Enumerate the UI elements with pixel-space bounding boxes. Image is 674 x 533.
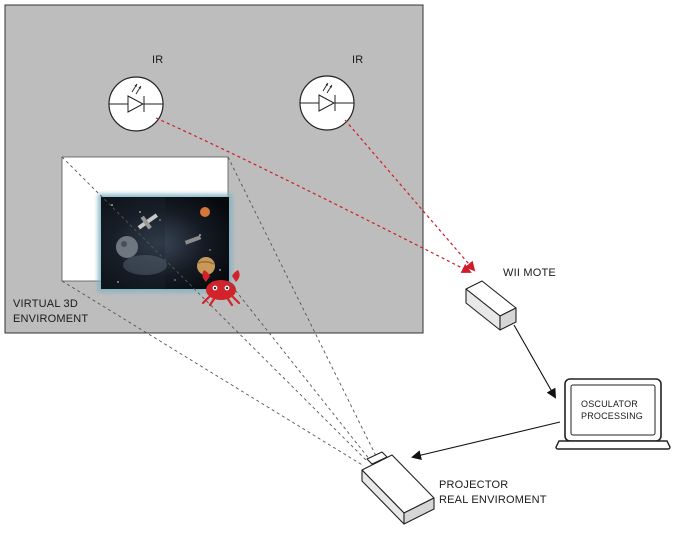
ir-label: IR [152, 54, 164, 66]
projector-icon [361, 451, 435, 525]
space-scene-image [98, 194, 232, 292]
wiimote-label: WII MOTE [503, 267, 556, 279]
laptop-screen-label-line1: OSCULATOR [581, 399, 638, 409]
wiimote-icon [465, 280, 517, 331]
ir-label: IR [352, 54, 364, 66]
projector-label-line1: PROJECTOR [439, 479, 509, 491]
crab-icon [201, 270, 241, 307]
laptop-icon [555, 378, 671, 450]
data-flow-arrow [513, 324, 556, 399]
infrared-led-icon [299, 75, 355, 131]
virtual-env-label-line1: VIRTUAL 3D [13, 298, 78, 310]
ir-signal-arrows [155, 117, 476, 273]
infrared-led-icon [108, 76, 164, 132]
projection-lines [61, 156, 377, 467]
data-flow-arrow [411, 421, 561, 461]
laptop-screen-label-line2: PROCESSING [581, 411, 644, 421]
virtual-env-label-line2: ENVIROMENT [13, 313, 89, 325]
projector-label-line2: REAL ENVIROMENT [439, 494, 547, 506]
